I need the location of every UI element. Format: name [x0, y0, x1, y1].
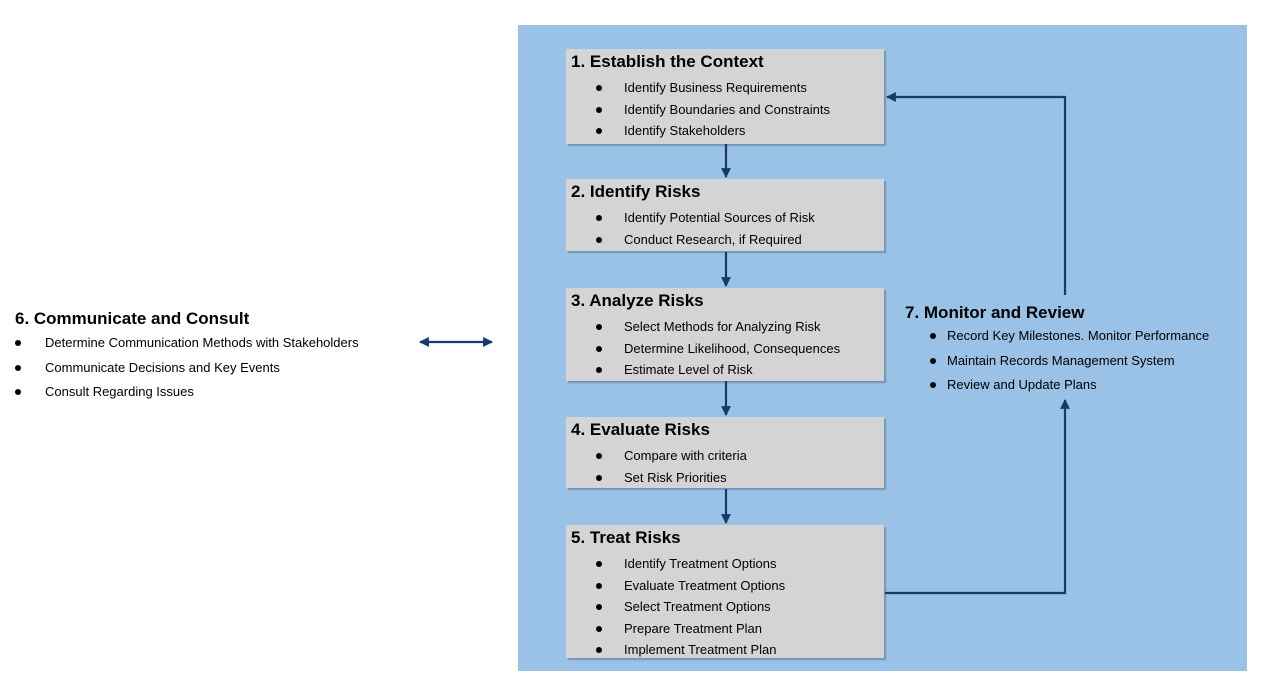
list-item: Maintain Records Management System	[930, 351, 1209, 376]
step-evaluate-risks: 4. Evaluate Risks Compare with criteria …	[566, 417, 884, 488]
arrow-monitor-to-context	[886, 92, 1067, 295]
communicate-title: 6. Communicate and Consult	[15, 309, 250, 328]
step-establish-context: 1. Establish the Context Identify Busine…	[566, 49, 884, 144]
list-item: Implement Treatment Plan	[566, 640, 785, 662]
step-bullet-list: Identify Treatment Options Evaluate Trea…	[566, 554, 785, 662]
monitor-title: 7. Monitor and Review	[905, 303, 1085, 322]
step-bullet-list: Select Methods for Analyzing Risk Determ…	[566, 317, 840, 382]
monitor-list: Record Key Milestones. Monitor Performan…	[930, 326, 1209, 400]
list-item: Review and Update Plans	[930, 375, 1209, 400]
step-title: 5. Treat Risks	[571, 528, 681, 547]
list-item: Conduct Research, if Required	[566, 230, 815, 252]
list-item: Communicate Decisions and Key Events	[15, 358, 359, 383]
list-item: Compare with criteria	[566, 446, 747, 468]
step-title: 2. Identify Risks	[571, 182, 701, 201]
arrow-treat-to-monitor	[885, 399, 1070, 595]
step-treat-risks: 5. Treat Risks Identify Treatment Option…	[566, 525, 884, 658]
list-item: Determine Likelihood, Consequences	[566, 339, 840, 361]
list-item: Identify Stakeholders	[566, 121, 830, 143]
list-item: Evaluate Treatment Options	[566, 576, 785, 598]
step-title: 1. Establish the Context	[571, 52, 764, 71]
list-item: Identify Business Requirements	[566, 78, 830, 100]
list-item: Record Key Milestones. Monitor Performan…	[930, 326, 1209, 351]
step-analyze-risks: 3. Analyze Risks Select Methods for Anal…	[566, 288, 884, 381]
step-bullet-list: Identify Potential Sources of Risk Condu…	[566, 208, 815, 251]
list-item: Estimate Level of Risk	[566, 360, 840, 382]
list-item: Select Treatment Options	[566, 597, 785, 619]
list-item: Prepare Treatment Plan	[566, 619, 785, 641]
list-item: Set Risk Priorities	[566, 468, 747, 490]
list-item: Select Methods for Analyzing Risk	[566, 317, 840, 339]
list-item: Identify Boundaries and Constraints	[566, 100, 830, 122]
list-item: Determine Communication Methods with Sta…	[15, 333, 359, 358]
list-item: Identify Potential Sources of Risk	[566, 208, 815, 230]
list-item: Identify Treatment Options	[566, 554, 785, 576]
step-title: 4. Evaluate Risks	[571, 420, 710, 439]
step-bullet-list: Compare with criteria Set Risk Prioritie…	[566, 446, 747, 489]
step-bullet-list: Identify Business Requirements Identify …	[566, 78, 830, 143]
step-identify-risks: 2. Identify Risks Identify Potential Sou…	[566, 179, 884, 251]
list-item: Consult Regarding Issues	[15, 382, 359, 407]
communicate-list: Determine Communication Methods with Sta…	[15, 333, 359, 407]
step-title: 3. Analyze Risks	[571, 291, 704, 310]
